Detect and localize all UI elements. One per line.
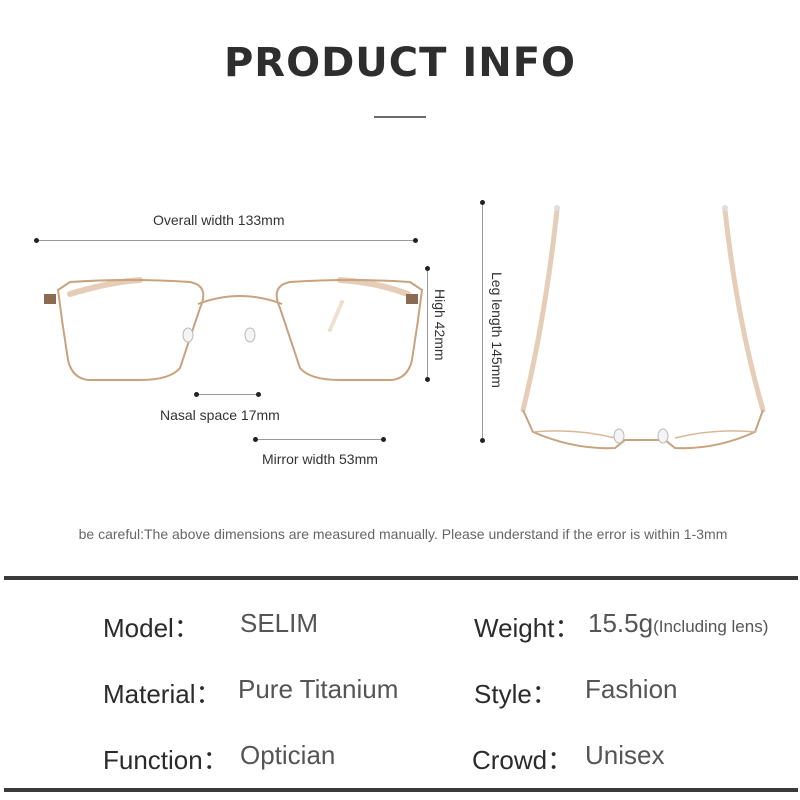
glasses-front-illustration [44, 277, 424, 381]
leg-length-dot-top [480, 200, 485, 205]
spec-crowd-label: Crowd： [472, 745, 574, 775]
spec-style-label: Style： [474, 679, 558, 709]
mirror-width-label: Mirror width 53mm [262, 451, 378, 467]
leg-length-label: Leg length 145mm [489, 272, 505, 388]
mirror-width-dot-left [253, 437, 258, 442]
spec-function-value: Optician [240, 740, 336, 770]
leg-length-line [482, 202, 483, 440]
nasal-space-line [197, 394, 259, 395]
overall-width-line [36, 240, 416, 241]
spec-model-value: SELIM [240, 608, 319, 638]
high-dot-top [425, 266, 430, 271]
spec-model-label: Model： [103, 613, 200, 643]
spec-material-value: Pure Titanium [238, 674, 399, 704]
overall-width-dot-right [413, 238, 418, 243]
measurement-note: be careful:The above dimensions are meas… [78, 526, 728, 542]
nasal-space-dot-left [194, 392, 199, 397]
spec-weight-value: 15.5g [588, 608, 654, 638]
spec-weight: Weight： 15.5g(Including lens) [474, 608, 768, 645]
leg-length-dot-bottom [480, 438, 485, 443]
spec-material: Material： Pure Titanium [103, 674, 398, 711]
spec-crowd-value: Unisex [585, 740, 665, 770]
page-title: PRODUCT INFO [223, 40, 577, 86]
spec-style-value: Fashion [585, 674, 678, 704]
high-line [427, 268, 428, 378]
overall-width-dot-left [34, 238, 39, 243]
spec-function: Function： Optician [103, 740, 335, 777]
nasal-space-label: Nasal space 17mm [160, 407, 280, 423]
glasses-top-illustration [520, 205, 766, 450]
spec-material-label: Material： [103, 679, 222, 709]
separator-bottom [4, 788, 798, 792]
overall-width-label: Overall width 133mm [153, 212, 285, 228]
mirror-width-dot-right [381, 437, 386, 442]
spec-style: Style： Fashion [474, 674, 678, 711]
spec-crowd: Crowd： Unisex [472, 740, 664, 777]
spec-function-label: Function： [103, 745, 229, 775]
spec-weight-label: Weight： [474, 613, 581, 643]
title-underline [374, 116, 426, 118]
nasal-space-dot-right [256, 392, 261, 397]
spec-model: Model： SELIM [103, 608, 318, 645]
high-dot-bottom [425, 377, 430, 382]
separator-top [4, 576, 798, 580]
spec-weight-sub: (Including lens) [653, 617, 769, 636]
mirror-width-line [256, 439, 384, 440]
